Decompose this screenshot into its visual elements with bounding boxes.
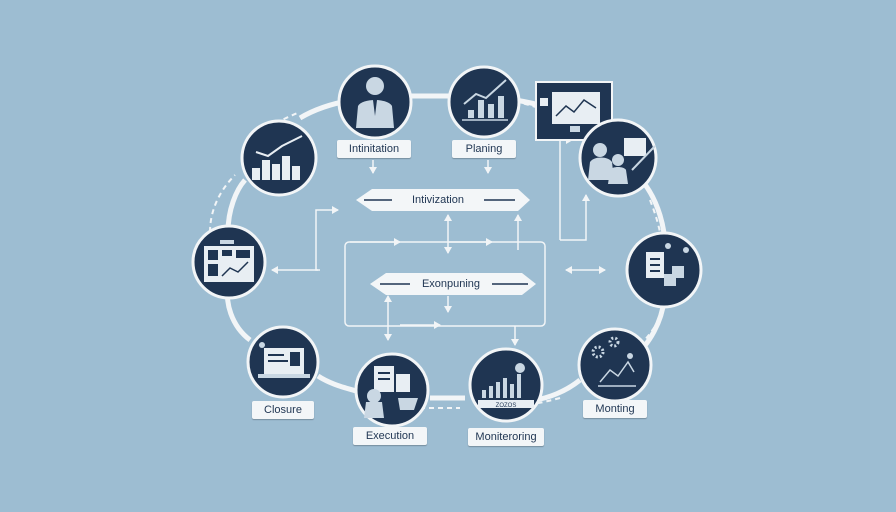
node-planning xyxy=(447,65,521,139)
label-monitoring-right: Monting xyxy=(583,400,647,418)
node-dashboard-left xyxy=(191,224,267,300)
label-planning: Planing xyxy=(452,140,516,158)
top-banner-shape xyxy=(356,189,530,211)
node-execution xyxy=(354,352,430,428)
team-meeting-icon xyxy=(588,138,656,184)
node-presentation xyxy=(578,118,658,198)
label-closure: Closure xyxy=(252,401,314,419)
mid-banner-shape xyxy=(370,273,536,295)
mid-banner-text: Exonpuning xyxy=(421,278,481,290)
monitor-caption: ZOZOS xyxy=(496,403,517,409)
node-monitoring-bottom: ZOZOS xyxy=(468,347,544,423)
top-banner-text: Intivization xyxy=(412,194,464,206)
dashboard-icon xyxy=(204,240,254,282)
label-initiation: Intinitation xyxy=(337,140,411,158)
node-initiation xyxy=(337,64,413,140)
growth-chart-icon xyxy=(462,79,508,121)
documents-icon xyxy=(646,243,689,286)
person-icon xyxy=(356,77,394,128)
gears-graph-icon xyxy=(591,336,636,387)
signing-document-icon xyxy=(364,366,418,418)
label-execution: Execution xyxy=(353,427,427,445)
bar-chart-pin-icon xyxy=(478,363,534,408)
dashboard-icon xyxy=(540,92,600,132)
label-monitoring-bottom: Moniteroring xyxy=(468,428,544,446)
node-monitoring-right xyxy=(577,327,653,403)
bar-trend-icon xyxy=(252,135,303,180)
node-reporting xyxy=(240,119,318,197)
node-documents xyxy=(625,231,703,309)
node-closure xyxy=(246,325,320,399)
laptop-icon xyxy=(258,342,310,378)
center-connectors xyxy=(271,136,606,346)
